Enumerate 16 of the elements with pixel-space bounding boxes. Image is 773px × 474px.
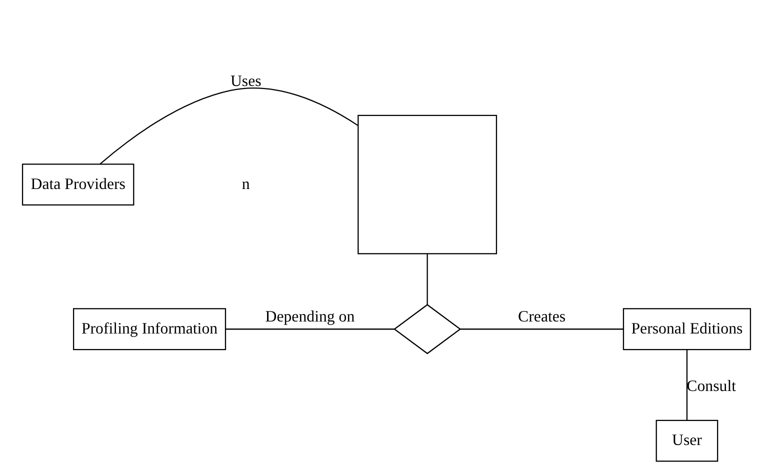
node-diamond xyxy=(393,304,462,354)
node-box: Personal Editions xyxy=(622,308,752,350)
node-box: User xyxy=(656,420,718,462)
node-box: Data Providers xyxy=(22,164,134,206)
connector xyxy=(460,328,624,330)
node-box xyxy=(358,114,498,254)
label: n xyxy=(242,176,250,193)
connector xyxy=(686,350,688,420)
connector xyxy=(226,328,394,330)
edge-label: Uses xyxy=(230,73,262,90)
connector xyxy=(426,254,428,305)
edge-label: Depending on xyxy=(265,308,355,326)
node-box: Profiling Information xyxy=(73,308,226,350)
edge-label: Creates xyxy=(518,308,566,326)
edge-label: Consult xyxy=(686,378,736,396)
connector xyxy=(100,88,358,164)
